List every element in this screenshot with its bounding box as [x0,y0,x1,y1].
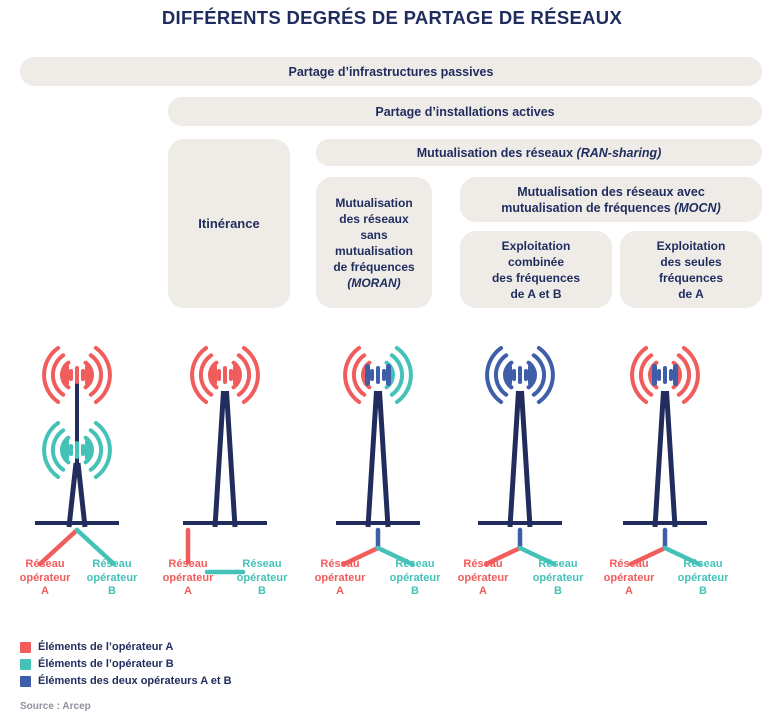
legend-item-operator-a: Éléments de l’opérateur A [20,641,232,653]
exploit-a-line: des seules [660,254,722,269]
page-title: DIFFÉRENTS DEGRÉS DE PARTAGE DE RÉSEAUX [161,7,623,28]
box-combined-frequencies-a-and-b: Exploitation combinée des fréquences de … [460,231,612,308]
moran-line: Mutualisation [335,195,413,210]
moran-line: sans [360,227,388,242]
mast-icon [183,391,267,527]
level-ran-label: Mutualisation des réseaux (RAN-sharing) [416,145,662,160]
level-ran-sharing: Mutualisation des réseaux (RAN-sharing) [316,139,762,166]
box-frequencies-a-only: Exploitation des seules fréquences de A [620,231,762,308]
legend-item-operators-ab: Éléments des deux opérateurs A et B [20,675,232,687]
tower-mocn-combined [445,346,595,580]
level-active-label: Partage d’installations actives [375,104,555,119]
ground-links [185,527,246,575]
moran-acronym: (MORAN) [347,275,401,290]
exploit-ab-line: Exploitation [501,238,571,253]
ground-links [37,527,117,567]
source-caption: Source : Arcep [20,701,91,712]
legend-item-operator-b: Éléments de l’opérateur B [20,658,232,670]
moran-line: de fréquences [333,259,415,274]
moran-line: des réseaux [339,211,409,226]
mast-icon [478,391,562,527]
legend: Éléments de l’opérateur A Éléments de l’… [20,641,232,692]
exploit-a-line: de A [678,286,704,301]
level-passive-label: Partage d’infrastructures passives [288,64,494,79]
mocn-acronym: (MOCN) [674,200,721,215]
swatch-operator-b-icon [20,658,31,670]
antenna-a-icon [64,364,90,386]
level-active-installations-sharing: Partage d’installations actives [168,97,762,126]
tower-itinerance [150,346,300,575]
exploit-ab-line: des fréquences [491,270,581,285]
mast-icon [623,391,707,527]
antenna-a-icon [212,364,238,386]
antenna-shared-icon [652,364,678,386]
tower-passive-sharing [35,346,119,567]
antenna-shared-icon [365,364,391,386]
box-moran: Mutualisation des réseaux sans mutualisa… [316,177,432,308]
tower-mocn-freq-a [590,346,740,580]
mast-icon [35,383,119,528]
mast-icon [336,391,420,527]
box-itinerance: Itinérance [168,139,290,308]
tower-moran [303,346,453,580]
level-passive-infrastructure-sharing: Partage d’infrastructures passives [20,57,762,86]
moran-line: mutualisation [334,243,413,258]
exploit-ab-line: combinée [507,254,564,269]
ran-sharing-acronym: (RAN-sharing) [576,145,662,160]
itinerance-label: Itinérance [198,215,260,231]
antenna-shared-icon [507,364,533,386]
antenna-b-icon [64,439,90,461]
mocn-line-1: Mutualisation des réseaux avec [517,184,705,199]
swatch-operators-ab-icon [20,675,31,687]
level-mocn: Mutualisation des réseaux avec mutualisa… [460,177,762,222]
mocn-line-2: mutualisation de fréquences (MOCN) [501,200,721,215]
exploit-a-line: Exploitation [656,238,726,253]
exploit-a-line: fréquences [658,270,724,285]
exploit-ab-line: de A et B [510,286,562,301]
swatch-operator-a-icon [20,641,31,653]
